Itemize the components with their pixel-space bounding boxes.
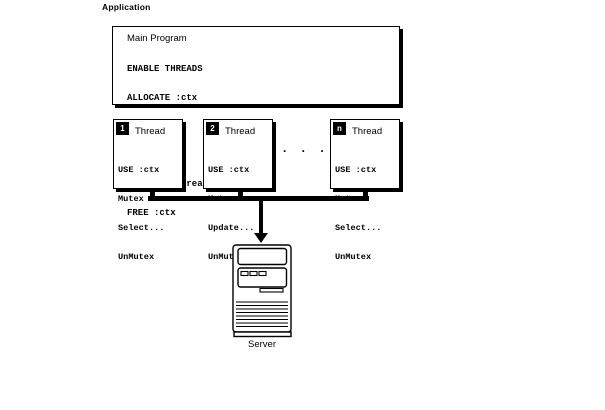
connector-stub-thread-n [363, 189, 368, 198]
thread-number-badge: 2 [206, 122, 219, 135]
code-line: UnMutex [335, 251, 372, 262]
code-line: UnMutex [118, 251, 155, 262]
main-program-title: Main Program [127, 33, 187, 44]
code-line: USE :ctx [335, 165, 377, 176]
ellipsis-dots: . . . [283, 141, 330, 155]
connector-stub-thread-2 [238, 189, 243, 198]
connector-stub-thread-1 [150, 189, 155, 198]
code-line: FREE :ctx [127, 208, 176, 219]
code-line: Select... [335, 222, 382, 233]
thread-title: Thread [135, 126, 166, 137]
arrow-to-server-head [254, 233, 268, 243]
thread-box-1: 1 Thread USE :ctx Mutex Select... UnMute… [113, 119, 183, 261]
thread-title: Thread [352, 126, 383, 137]
connector-bus-line [148, 196, 369, 201]
server-label: Server [248, 339, 276, 350]
code-line: USE :ctx [208, 165, 250, 176]
application-label: Application [102, 2, 151, 12]
thread-code: USE :ctx Mutex Select... UnMutex [335, 147, 381, 281]
main-program-box: Main Program ENABLE THREADS ALLOCATE :ct… [112, 26, 400, 218]
thread-box-2: 2 Thread USE :ctx Mutex Update... UnMute… [203, 119, 273, 261]
server-icon [232, 244, 292, 338]
arrow-to-server-shaft [259, 200, 263, 233]
code-line: ALLOCATE :ctx [127, 92, 198, 103]
thread-number-badge: n [333, 122, 346, 135]
code-line: Select... [118, 222, 165, 233]
code-line: USE :ctx [118, 165, 160, 176]
code-line: Mutex [118, 193, 144, 204]
code-line: ENABLE THREADS [127, 64, 203, 75]
thread-box-n: n Thread USE :ctx Mutex Select... UnMute… [330, 119, 400, 261]
thread-number-badge: 1 [116, 122, 129, 135]
code-line: Update... [208, 222, 255, 233]
thread-code: USE :ctx Mutex Select... UnMutex [118, 147, 164, 281]
thread-title: Thread [225, 126, 256, 137]
code-line: UnMutex [208, 251, 245, 262]
